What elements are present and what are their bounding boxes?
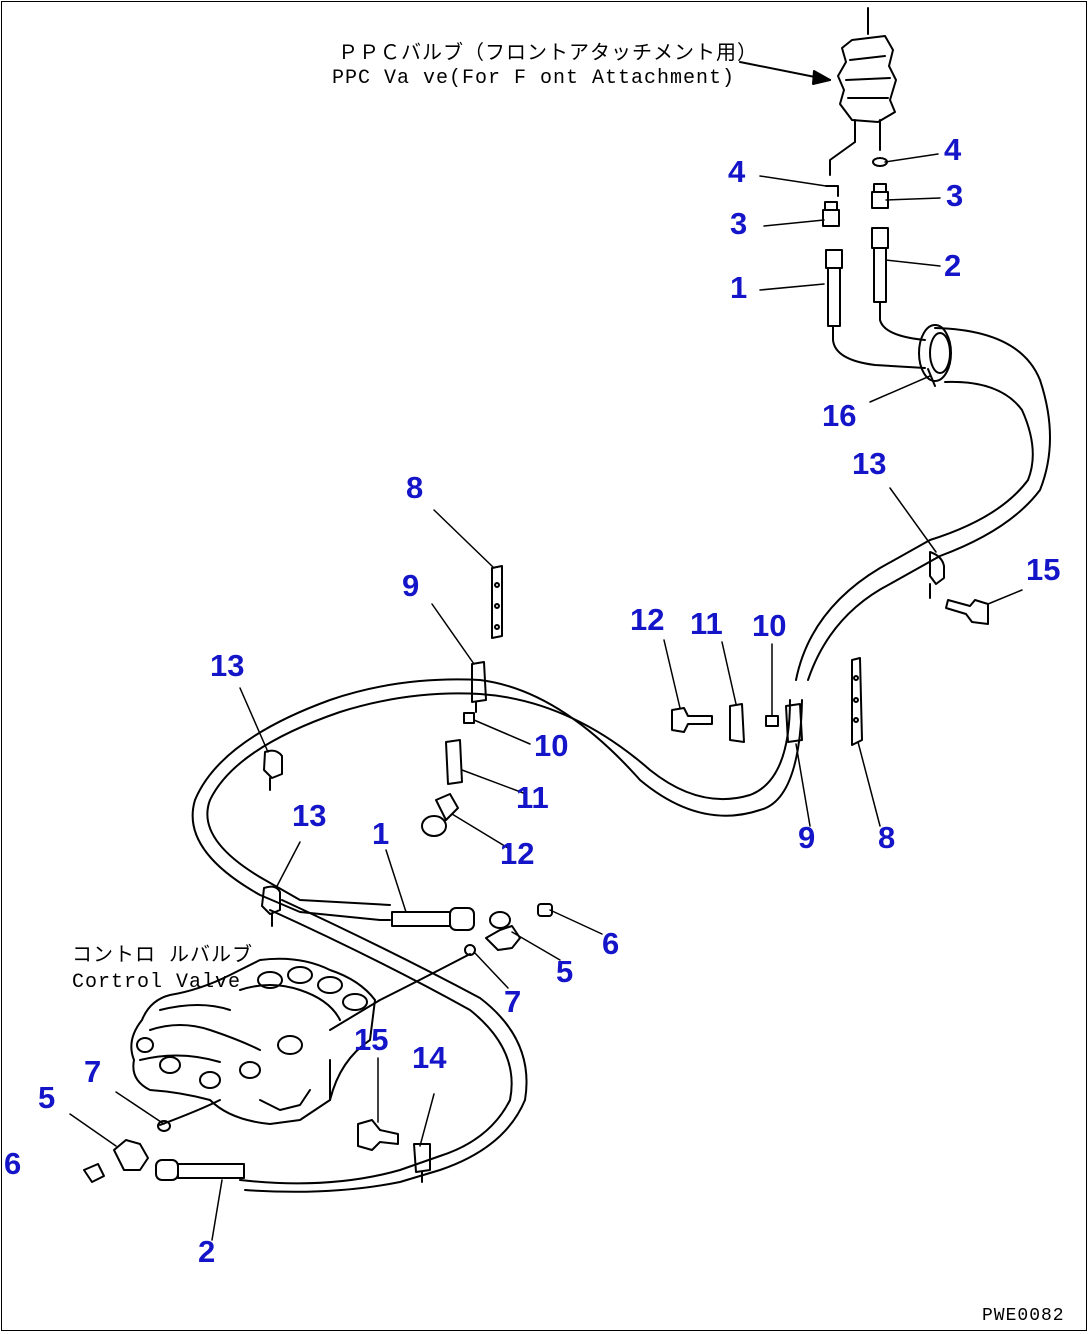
ppc-valve-label-jp: ＰＰＣバルブ（フロントアタッチメント用）: [338, 43, 758, 66]
clamp-9-left: [471, 661, 487, 713]
callout-14: 14: [412, 1040, 447, 1075]
callout-15-right: 15: [1026, 552, 1061, 587]
callout-2-upper: 2: [944, 248, 962, 283]
callout-9-right: 9: [798, 820, 816, 855]
ppc-valve-label-en: PPC Va ve(For F ont Attachment): [332, 67, 736, 90]
parts-10-11-12-right: [671, 703, 779, 743]
upper-hose: [795, 301, 1051, 681]
callout-6-upper: 6: [602, 926, 620, 961]
callout-13-right: 13: [852, 446, 887, 481]
upper-fittings: [822, 157, 889, 327]
callout-2-lower: 2: [198, 1234, 216, 1269]
drawing-code: PWE0082: [982, 1306, 1065, 1326]
parts-10-11-12-left: [421, 712, 475, 837]
bolt-15-lower: [357, 1119, 399, 1151]
control-valve-drawing: [130, 957, 376, 1125]
callout-6-lower: 6: [4, 1146, 22, 1181]
ppc-valve-leader: [739, 61, 831, 85]
callout-13-left-upper: 13: [210, 648, 245, 683]
lower-hose: [159, 899, 528, 1193]
callout-12-right: 12: [630, 602, 665, 637]
callout-16: 16: [822, 398, 857, 433]
callout-5-lower: 5: [38, 1080, 56, 1115]
callout-10-left: 10: [534, 728, 569, 763]
callout-8-right: 8: [878, 820, 896, 855]
callout-1-lower: 1: [372, 816, 390, 851]
callout-11-right: 11: [690, 606, 723, 641]
fittings-5-6-upper: [464, 903, 553, 956]
callout-7-upper: 7: [504, 984, 522, 1019]
hose-1-lower: [391, 907, 475, 931]
callout-1-upper: 1: [730, 270, 748, 305]
clamp-13-left-upper: [263, 749, 283, 791]
control-valve-label-en: Cortrol Valve: [72, 971, 242, 994]
callout-11-left: 11: [516, 780, 549, 815]
fittings-lower-left: [83, 1120, 245, 1183]
control-valve-label-jp: コントロ ルバルブ: [72, 945, 254, 968]
callout-10-right: 10: [752, 608, 787, 643]
callout-4-right: 4: [944, 132, 962, 167]
callout-5-upper: 5: [556, 954, 574, 989]
clamp-9-right: [785, 703, 803, 743]
callout-7-lower: 7: [84, 1054, 102, 1089]
leader-lines: [69, 153, 1023, 1241]
callout-12-left: 12: [500, 836, 535, 871]
callout-8-left: 8: [406, 470, 424, 505]
callout-3-left: 3: [730, 206, 748, 241]
ppc-valve-drawing: [829, 7, 897, 176]
clamp-14: [413, 1143, 431, 1183]
clamp-13-right: [929, 551, 945, 599]
callout-13-left-lower: 13: [292, 798, 327, 833]
callout-4-left: 4: [728, 154, 746, 189]
main-hose-loop: [191, 678, 803, 921]
bracket-8-left: [491, 565, 503, 639]
callout-3-right: 3: [946, 178, 964, 213]
clamp-13-left-lower: [261, 885, 281, 927]
callout-9-left: 9: [402, 568, 420, 603]
bolt-15-right: [945, 599, 989, 625]
callout-15-lower: 15: [354, 1022, 389, 1057]
bracket-8-right: [851, 657, 863, 746]
